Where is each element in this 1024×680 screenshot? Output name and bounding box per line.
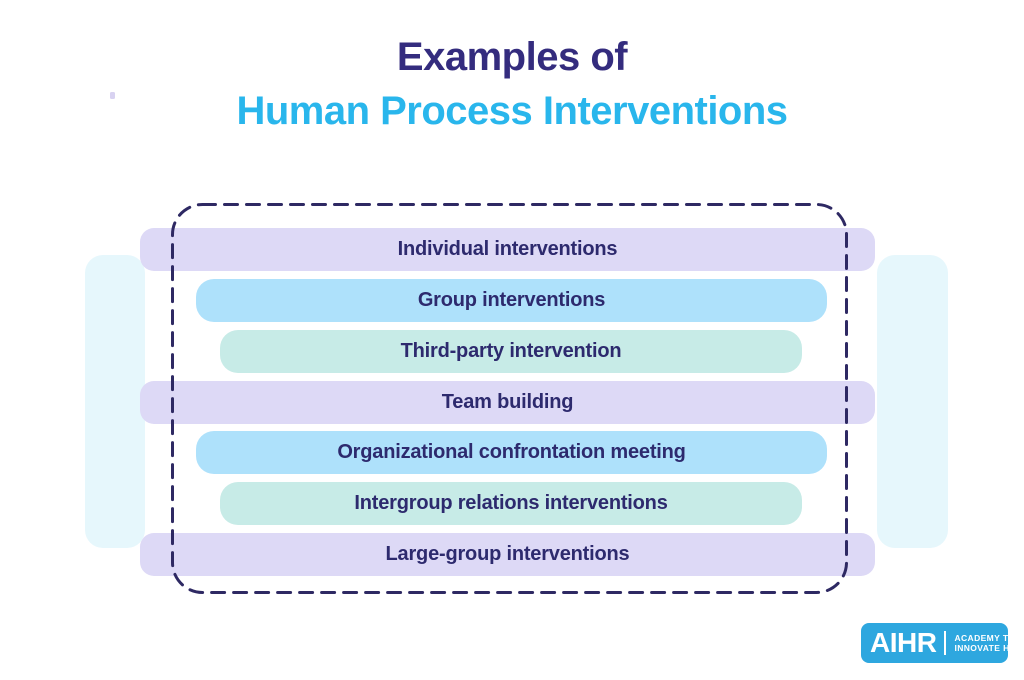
bar-organizational-confrontation-meeting: Organizational confrontation meeting [196,431,827,474]
title-line-1: Examples of [396,35,628,79]
bar-label: Third-party intervention [400,340,622,362]
bar-third-party-intervention: Third-party intervention [220,330,802,373]
bar-label: Intergroup relations interventions [354,492,668,514]
bar-label: Organizational confrontation meeting [337,441,686,463]
logo-tagline-line-2: INNOVATE HR [954,643,1017,653]
bar-label: Individual interventions [397,238,618,260]
bar-group-interventions: Group interventions [196,279,827,322]
aihr-logo-text: AIHR [870,627,937,658]
page-title: Examples of Human Process Interventions [0,30,1024,138]
logo-tagline: ACADEMY TO INNOVATE HR [954,633,1016,654]
bar-intergroup-relations-interventions: Intergroup relations interventions [220,482,802,525]
background-accent-left [85,255,145,548]
aihr-logo: AIHR ACADEMY TO INNOVATE HR [861,623,1016,663]
bar-team-building: Team building [140,381,875,424]
bar-label: Team building [441,391,574,413]
bar-label: Large-group interventions [385,543,630,565]
decorative-dot [110,92,115,99]
background-accent-right [877,255,948,548]
bar-large-group-interventions: Large-group interventions [140,533,875,576]
title-line-2: Human Process Interventions [236,89,788,133]
logo-divider [944,631,947,655]
logo-tagline-line-1: ACADEMY TO [954,632,1016,643]
bar-label: Group interventions [417,289,606,311]
bar-individual-interventions: Individual interventions [140,228,875,271]
